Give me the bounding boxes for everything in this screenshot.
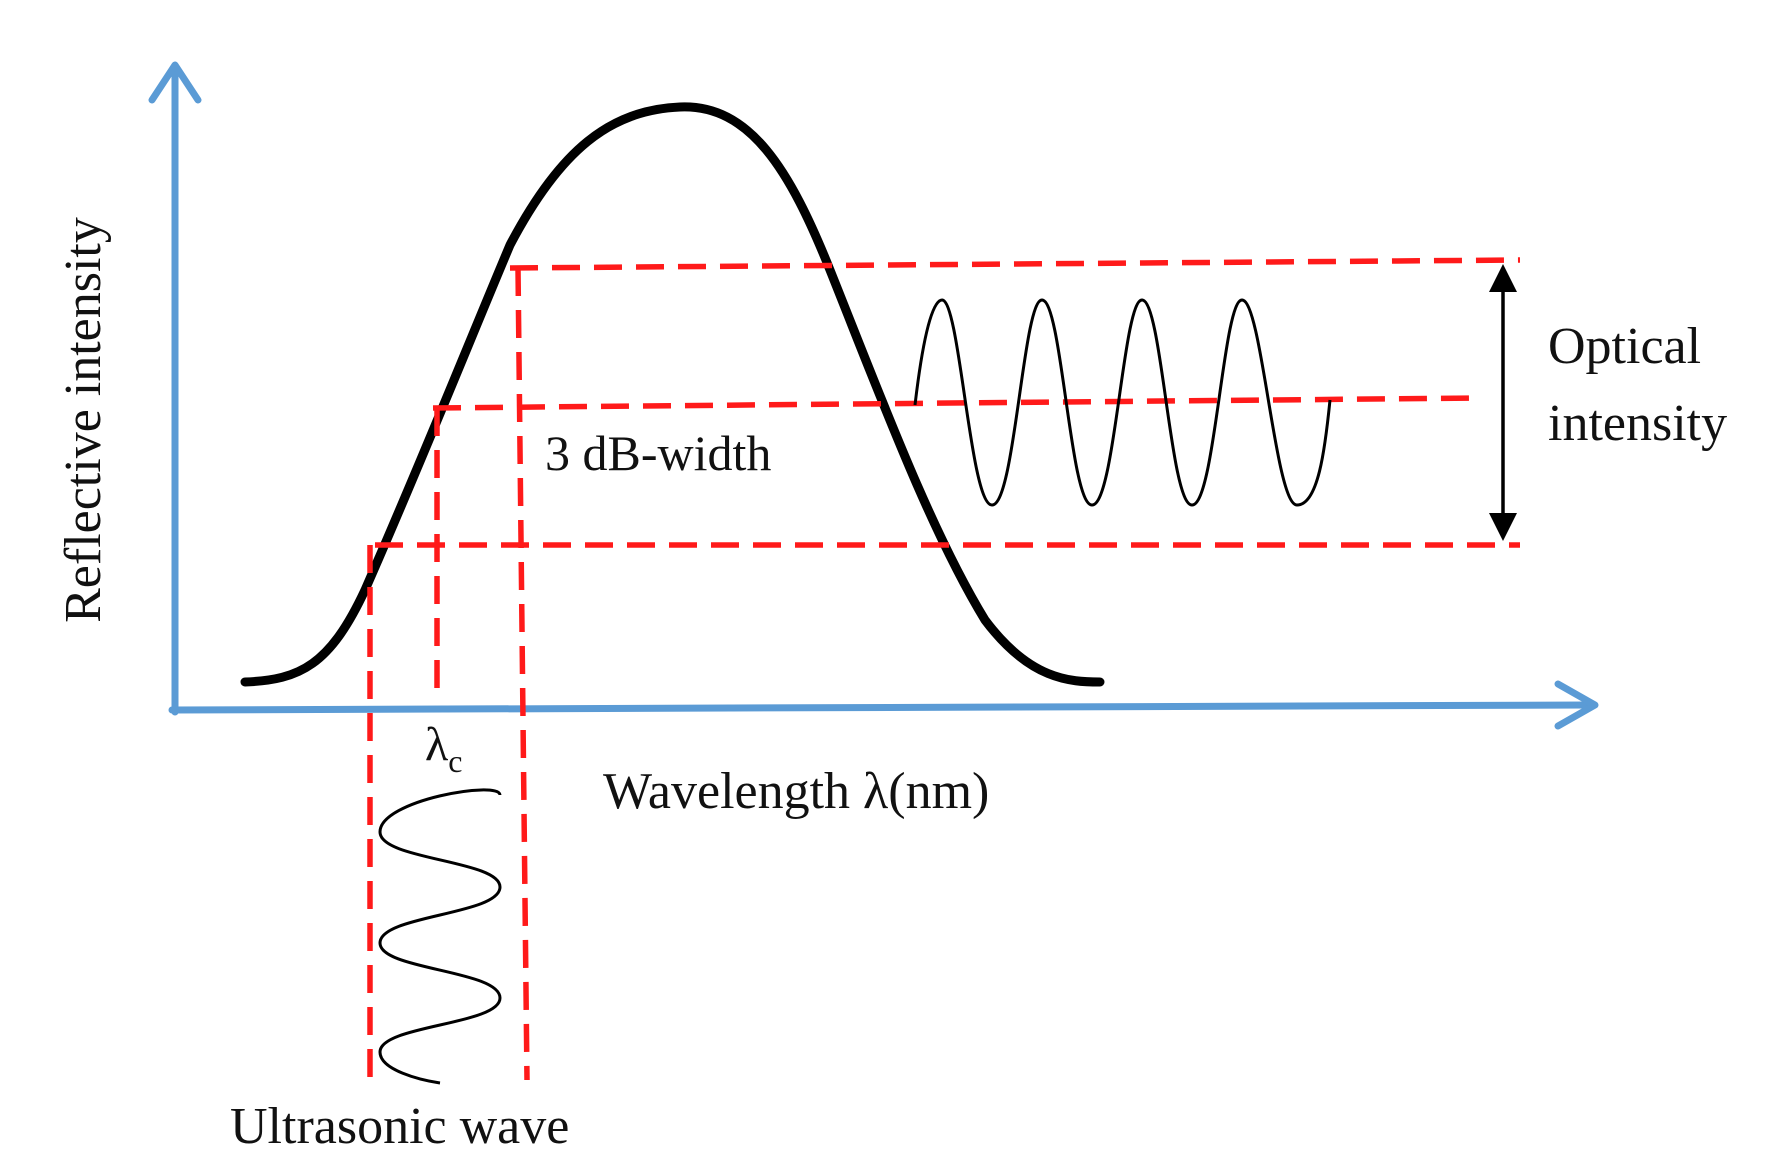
ultrasonic-wave [378, 788, 502, 1085]
x-axis-label: Wavelength λ(nm) [603, 763, 989, 820]
guide-vertical-right [515, 267, 530, 1081]
lambda-subscript: c [448, 743, 462, 779]
x-axis [168, 701, 1594, 714]
reflection-spectrum-curve [240, 102, 1105, 687]
guide-lines [367, 257, 1521, 1081]
optical-intensity-wave [913, 298, 1332, 507]
optical-range-arrow [1489, 264, 1517, 541]
lambda-symbol: λ [425, 718, 449, 771]
ultrasonic-label: Ultrasonic wave [230, 1098, 569, 1155]
guide-middle [432, 395, 1481, 411]
bandwidth-label: 3 dB-width [545, 425, 771, 481]
arrow-down-head [1489, 513, 1517, 541]
axes [148, 61, 1599, 730]
guide-upper [509, 257, 1521, 271]
optical-label-line2: intensity [1548, 395, 1727, 452]
y-axis-label: Reflective intensity [55, 217, 112, 623]
optical-label-line1: Optical [1548, 318, 1701, 375]
center-wavelength-label: λc [425, 718, 462, 779]
x-axis-arrowhead [1554, 680, 1599, 730]
y-axis-arrowhead [148, 61, 202, 104]
arrow-up-head [1489, 264, 1517, 292]
